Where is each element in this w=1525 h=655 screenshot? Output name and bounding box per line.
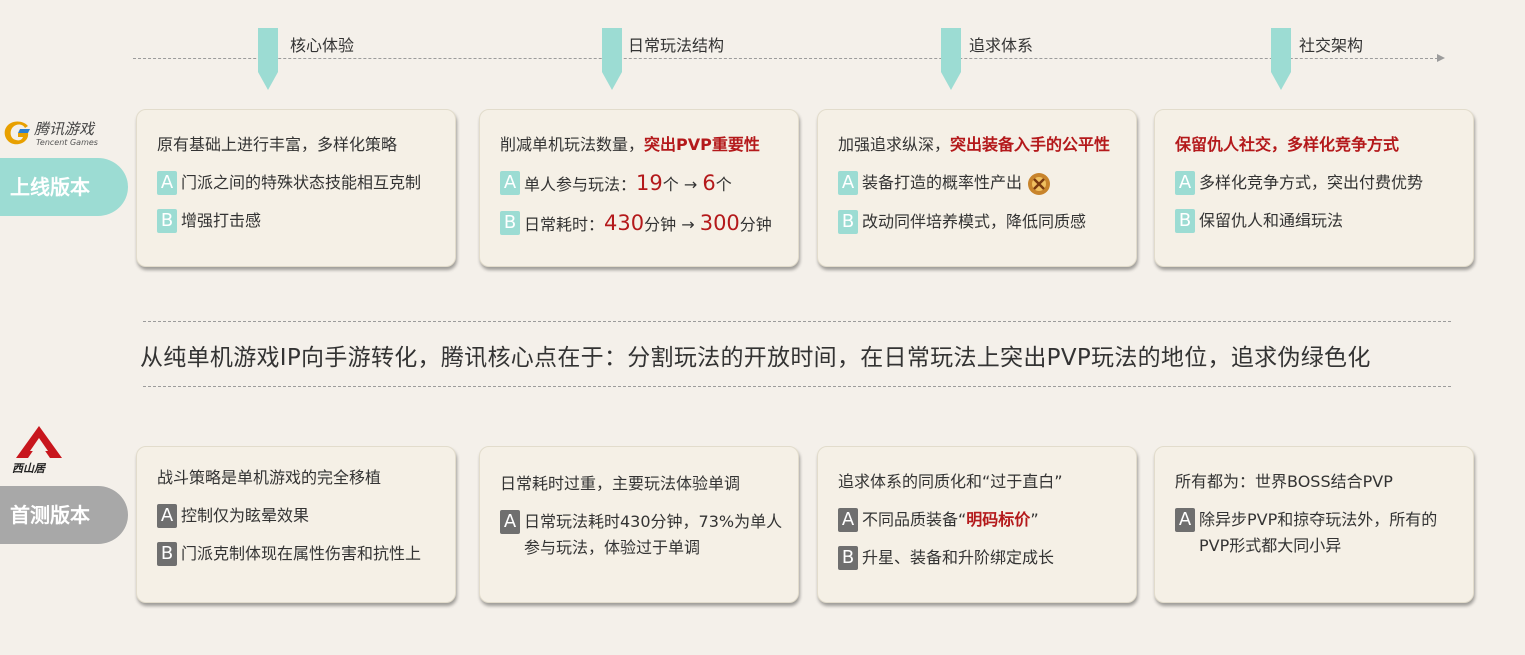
tag-a-icon: A [1175, 508, 1195, 532]
item-text: 控制仅为眩晕效果 [181, 506, 310, 525]
test-daily-card: 日常耗时过重，主要玩法体验单调 A 日常玩法耗时430分钟，73%为单人参与玩法… [479, 446, 799, 603]
value-from: 430 [604, 211, 645, 235]
tag-a-icon: A [157, 171, 177, 195]
divider [143, 321, 1451, 322]
card-title-highlight: 突出PVP重要性 [644, 135, 760, 154]
tag-b-icon: B [838, 546, 858, 570]
item-text: 除异步PVP和掠夺玩法外，所有的PVP形式都大同小异 [1199, 510, 1438, 555]
card-title: 削减单机玩法数量，突出PVP重要性 [500, 132, 788, 158]
online-core-card: 原有基础上进行丰富，多样化策略 A 门派之间的特殊状态技能相互克制 B 增强打击… [136, 109, 456, 267]
online-pursuit-card: 加强追求纵深，突出装备入手的公平性 A 装备打造的概率性产出 B 改动同伴培养模… [817, 109, 1137, 267]
value-to: 300 [699, 211, 740, 235]
stage-label: 社交架构 [1299, 36, 1364, 55]
test-pursuit-card: 追求体系的同质化和“过于直白” A 不同品质装备“明码标价” B 升星、装备和升… [817, 446, 1137, 603]
stage-label: 追求体系 [969, 36, 1034, 55]
card-title-text: 削减单机玩法数量， [500, 135, 645, 154]
list-item: B 升星、装备和升阶绑定成长 [838, 545, 1126, 571]
test-core-card: 战斗策略是单机游戏的完全移植 A 控制仅为眩晕效果 B 门派克制体现在属性伤害和… [136, 446, 456, 603]
tag-a-icon: A [838, 171, 858, 195]
card-title: 加强追求纵深，突出装备入手的公平性 [838, 132, 1126, 158]
online-social-card: 保留仇人社交，多样化竞争方式 A 多样化竞争方式，突出付费优势 B 保留仇人和通… [1154, 109, 1474, 267]
timeline-arrow-icon [1437, 54, 1445, 62]
tencent-logo-text: 腾讯游戏 [34, 120, 95, 138]
unit-text: 个 → [662, 175, 703, 194]
item-text-content: 装备打造的概率性产出 [862, 173, 1023, 192]
list-item: A 日常玩法耗时430分钟，73%为单人参与玩法，体验过于单调 [500, 509, 788, 561]
stage-label: 核心体验 [290, 36, 355, 55]
item-label: 单人参与玩法： [524, 175, 637, 194]
equipment-item-icon [1028, 172, 1051, 195]
value-from: 19 [636, 171, 663, 195]
xishanju-logo-text: 西山居 [12, 462, 45, 475]
tag-b-icon: B [157, 542, 177, 566]
item-text: 改动同伴培养模式，降低同质感 [862, 211, 1087, 231]
value-to: 6 [702, 171, 716, 195]
item-text: 保留仇人和通缉玩法 [1199, 211, 1344, 230]
unit-text: 个 [715, 175, 732, 194]
stage-marker-icon [602, 28, 622, 90]
tencent-logo-subtext: Tencent Games [36, 138, 98, 147]
list-item: A 不同品质装备“明码标价” [838, 507, 1126, 533]
list-item: B 门派克制体现在属性伤害和抗性上 [157, 541, 445, 567]
card-title: 战斗策略是单机游戏的完全移植 [157, 468, 382, 487]
tag-b-icon: B [838, 209, 858, 234]
item-text: 增强打击感 [181, 211, 262, 230]
item-text: 多样化竞争方式，突出付费优势 [1199, 173, 1424, 192]
card-title: 所有都为：世界BOSS结合PVP [1175, 472, 1393, 491]
xishanju-logo-icon: 西山居 [10, 424, 70, 476]
summary-text: 从纯单机游戏IP向手游转化，腾讯核心点在于：分割玩法的开放时间，在日常玩法上突出… [140, 345, 1371, 371]
list-item: B 日常耗时：430分钟 → 300分钟 [500, 210, 788, 238]
tag-a-icon: A [500, 510, 520, 534]
item-text-highlight: 明码标价 [966, 510, 1031, 529]
stage-marker-icon [1271, 28, 1291, 90]
online-version-badge: 上线版本 [0, 158, 128, 216]
list-item: B 改动同伴培养模式，降低同质感 [838, 209, 1126, 235]
card-title-highlight: 保留仇人社交，多样化竞争方式 [1175, 135, 1400, 154]
tag-a-icon: A [838, 508, 858, 532]
item-text: 日常耗时：430分钟 → 300分钟 [524, 210, 772, 238]
tag-a-icon: A [1175, 171, 1195, 195]
list-item: A 门派之间的特殊状态技能相互克制 [157, 170, 445, 196]
tag-a-icon: A [500, 171, 520, 195]
timeline-axis [133, 54, 1445, 62]
stage-label: 日常玩法结构 [628, 36, 725, 55]
item-text: 装备打造的概率性产出 [862, 170, 1052, 197]
card-title-highlight: 突出装备入手的公平性 [950, 135, 1111, 154]
item-text-suffix: ” [1030, 510, 1039, 529]
list-item: A 多样化竞争方式，突出付费优势 [1175, 170, 1463, 196]
tencent-swirl-icon [4, 121, 30, 145]
card-title: 追求体系的同质化和“过于直白” [838, 472, 1063, 491]
item-text: 门派之间的特殊状态技能相互克制 [181, 173, 422, 192]
xishanju-mountain-icon [16, 426, 62, 458]
list-item: A 装备打造的概率性产出 [838, 170, 1126, 197]
stage-marker-icon [941, 28, 961, 90]
unit-text: 分钟 → [644, 215, 700, 234]
card-title: 日常耗时过重，主要玩法体验单调 [500, 474, 741, 493]
unit-text: 分钟 [739, 215, 772, 234]
item-text: 升星、装备和升阶绑定成长 [862, 548, 1055, 567]
item-label: 日常耗时： [524, 215, 605, 234]
item-text: 门派克制体现在属性伤害和抗性上 [181, 544, 422, 563]
item-text: 不同品质装备“明码标价” [862, 507, 1039, 533]
test-version-badge: 首测版本 [0, 486, 128, 544]
online-daily-card: 削减单机玩法数量，突出PVP重要性 A 单人参与玩法：19个 → 6个 B 日常… [479, 109, 799, 267]
tag-a-icon: A [157, 504, 177, 528]
tag-b-icon: B [157, 209, 177, 233]
list-item: B 保留仇人和通缉玩法 [1175, 208, 1463, 234]
divider [143, 386, 1451, 387]
card-title-text: 加强追求纵深， [838, 135, 951, 154]
list-item: B 增强打击感 [157, 208, 445, 234]
tag-b-icon: B [1175, 209, 1195, 233]
tag-b-icon: B [500, 211, 520, 235]
list-item: A 控制仅为眩晕效果 [157, 503, 445, 529]
card-title: 原有基础上进行丰富，多样化策略 [157, 135, 398, 154]
stage-marker-icon [258, 28, 278, 90]
list-item: A 除异步PVP和掠夺玩法外，所有的PVP形式都大同小异 [1175, 507, 1463, 559]
tencent-games-logo-icon: 腾讯游戏 Tencent Games [2, 114, 112, 154]
test-social-card: 所有都为：世界BOSS结合PVP A 除异步PVP和掠夺玩法外，所有的PVP形式… [1154, 446, 1474, 603]
item-text-prefix: 不同品质装备“ [862, 510, 967, 529]
item-text: 日常玩法耗时430分钟，73%为单人参与玩法，体验过于单调 [524, 512, 783, 557]
item-text: 单人参与玩法：19个 → 6个 [524, 170, 732, 198]
list-item: A 单人参与玩法：19个 → 6个 [500, 170, 788, 198]
